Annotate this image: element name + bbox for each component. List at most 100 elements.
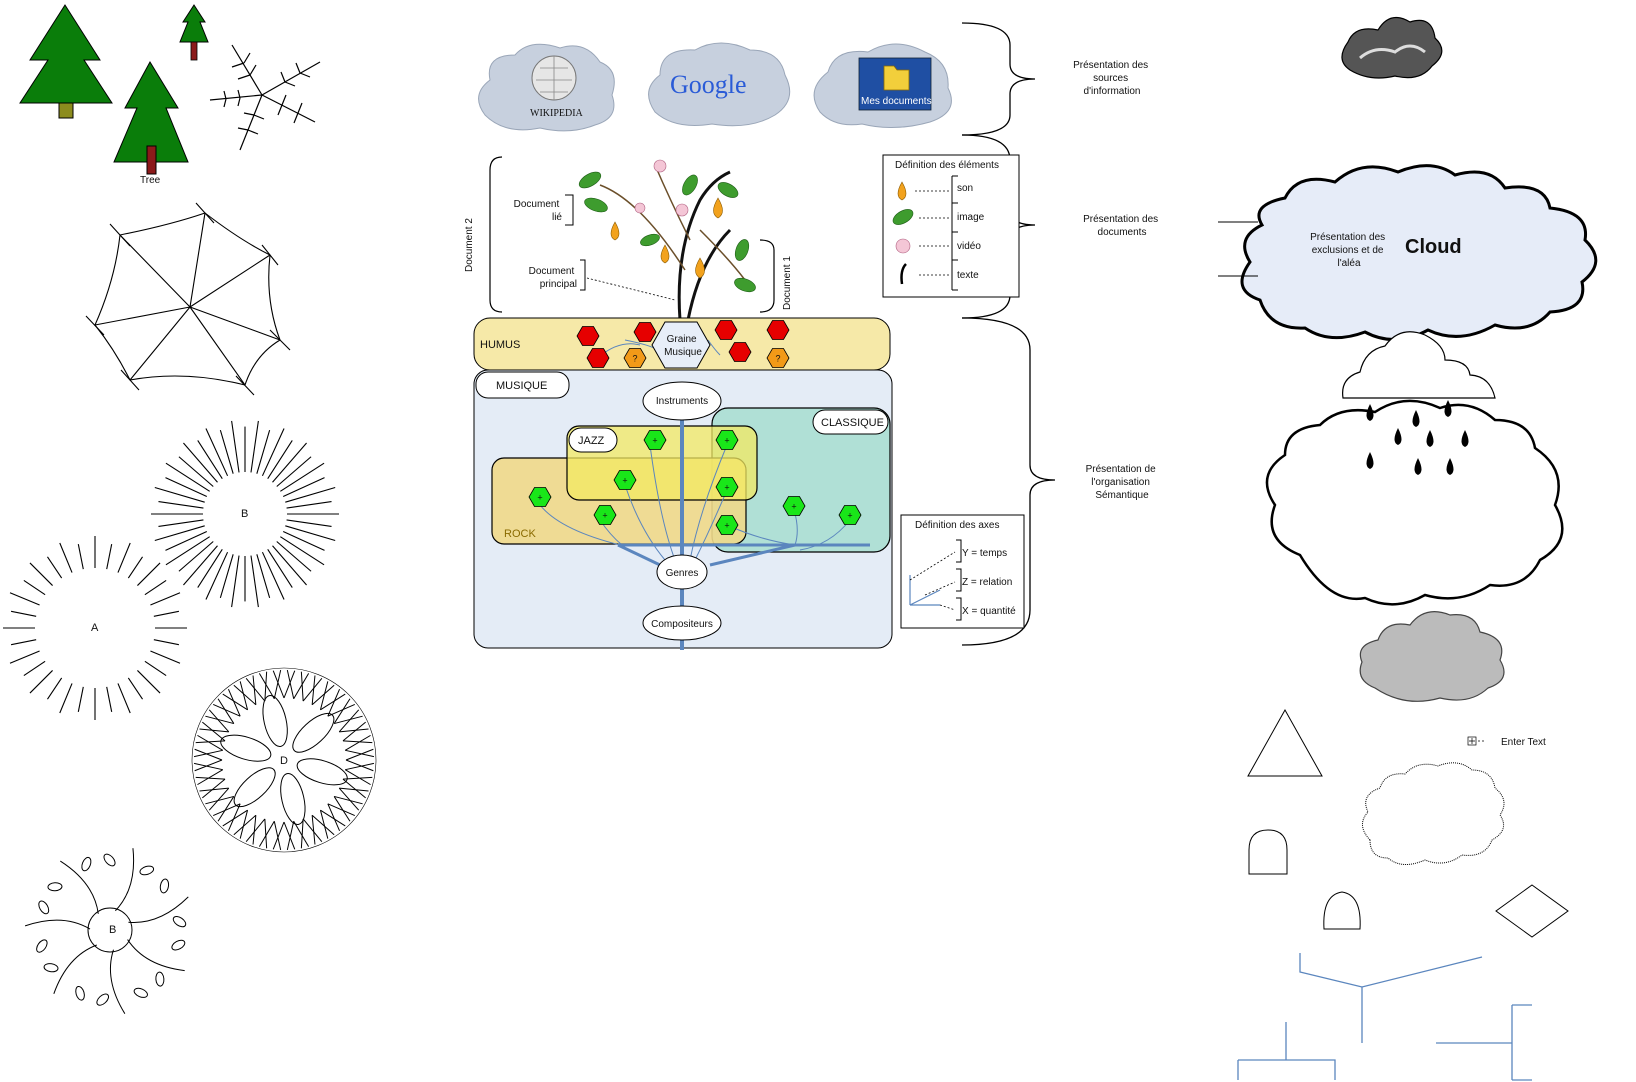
sunburst-ray (47, 677, 63, 700)
canopy-plan-d[interactable] (191, 667, 377, 853)
rain-cloud[interactable] (1265, 399, 1564, 606)
hexagon-marker[interactable] (838, 505, 862, 525)
canopy-branch (334, 715, 363, 725)
hexagon-marker[interactable] (593, 505, 617, 525)
canopy-branch (202, 778, 226, 799)
conifer-medium[interactable] (113, 60, 189, 175)
document-2-bracket (489, 156, 503, 313)
seed-node[interactable]: Graine Musique (651, 321, 711, 369)
canopy-branch (344, 769, 371, 786)
canopy-petal (292, 712, 335, 753)
compositeurs-node[interactable]: Compositeurs (642, 605, 722, 641)
canopy-branch (213, 703, 241, 717)
classique-label: CLASSIQUE (821, 417, 884, 429)
cloud-shape-title: Cloud (1405, 236, 1462, 258)
canopy-branch (334, 795, 363, 805)
dome-shape[interactable] (1323, 891, 1361, 930)
canopy-limb (24, 919, 91, 930)
leaf-outline-icon (96, 993, 110, 1006)
canopy-branch (193, 749, 223, 758)
hexagon-marker[interactable] (715, 515, 739, 535)
source-mes-documents[interactable]: Mes documents (813, 43, 952, 129)
canopy-limb (60, 860, 99, 914)
hexagon-marker[interactable] (643, 430, 667, 450)
hexagon-mark: + (622, 476, 627, 486)
sunburst-ray (272, 442, 307, 483)
canopy-petal (280, 773, 306, 825)
canopy-branch (273, 669, 282, 699)
conifer-small[interactable] (179, 4, 209, 61)
source-google[interactable]: Google (648, 42, 791, 127)
sunburst-ray (165, 477, 208, 498)
sunburst-plan-a[interactable] (3, 536, 187, 720)
canopy-limb (127, 939, 185, 972)
leaf-outline-icon (38, 900, 50, 915)
instruments-label: Instruments (656, 396, 708, 407)
cloud-shape-main[interactable]: Présentation des exclusions et de l'aléa… (1218, 164, 1598, 342)
sunburst-ray (256, 554, 271, 599)
instruments-node[interactable]: Instruments (642, 381, 722, 421)
hexagon-marker[interactable] (613, 470, 637, 490)
canopy-branch (239, 681, 249, 710)
leaf-outline-icon (81, 856, 92, 872)
hexagon-marker[interactable] (714, 320, 738, 340)
musique-tab (475, 371, 570, 399)
sunburst-ray (10, 639, 37, 646)
text-marker[interactable]: Enter Text (1467, 736, 1546, 748)
conifer-large[interactable] (19, 4, 113, 119)
canopy-branch (233, 814, 257, 836)
web-plan[interactable] (85, 202, 291, 396)
canopy-plan-b[interactable] (24, 848, 189, 1014)
sunburst-ray (286, 501, 332, 509)
bracket-documents-label: Présentation des documents (1083, 214, 1161, 238)
source-wikipedia[interactable]: WIKIPEDIA (478, 43, 615, 132)
triangle-shape[interactable] (1247, 708, 1323, 777)
hexagon-marker[interactable] (633, 322, 657, 342)
hexagon-marker[interactable] (586, 348, 610, 368)
canopy-branch (300, 671, 304, 702)
blossom-icon (895, 238, 911, 254)
grey-cloud[interactable] (1359, 611, 1505, 702)
plan-label-b: B (241, 508, 248, 520)
sunburst-ray (256, 429, 271, 474)
legend-axes: Définition des axes Y = temps Z = relati… (900, 514, 1025, 629)
sunburst-ray (77, 543, 84, 570)
hexagon-mark: + (537, 493, 542, 503)
canopy-branch (283, 821, 296, 850)
arch-shape[interactable] (1248, 829, 1288, 875)
canopy-branch (338, 709, 360, 733)
canopy-branch (283, 670, 296, 699)
document-2-label: Document 2 (464, 218, 475, 272)
sunburst-ray (77, 686, 84, 713)
hexagon-marker[interactable] (623, 348, 647, 368)
sunburst-plan-b[interactable] (151, 420, 339, 608)
hexagon-marker[interactable] (766, 348, 790, 368)
sunburst-ray (154, 525, 205, 542)
sunburst-ray (59, 542, 73, 573)
hexagon-marker[interactable] (576, 326, 600, 346)
canopy-branch (195, 776, 226, 780)
hexagon-marker[interactable] (715, 430, 739, 450)
sunburst-ray (205, 428, 229, 477)
cumulus-shape[interactable] (1342, 331, 1496, 399)
legend-axis-x: X = quantité (962, 606, 1016, 617)
hexagon-marker[interactable] (782, 496, 806, 516)
fern-plan[interactable] (209, 44, 321, 151)
canopy-branch (245, 818, 266, 842)
hexagon-mark: + (652, 436, 657, 446)
connector-shapes[interactable] (1237, 953, 1532, 1081)
scalloped-cloud[interactable] (1362, 762, 1505, 865)
hexagon-marker[interactable] (766, 320, 790, 340)
hexagon-marker[interactable] (528, 487, 552, 507)
canopy-branch (339, 728, 369, 733)
sunburst-ray (286, 519, 332, 527)
canopy-branch (302, 818, 323, 842)
hexagon-marker[interactable] (728, 342, 752, 362)
canopy-branch (272, 670, 285, 699)
diamond-shape[interactable] (1495, 884, 1569, 938)
canopy-branch (194, 748, 223, 761)
canopy-branch (293, 820, 310, 847)
hexagon-marker[interactable] (715, 477, 739, 497)
genres-node[interactable]: Genres (656, 554, 708, 590)
storm-cloud[interactable] (1341, 16, 1443, 79)
